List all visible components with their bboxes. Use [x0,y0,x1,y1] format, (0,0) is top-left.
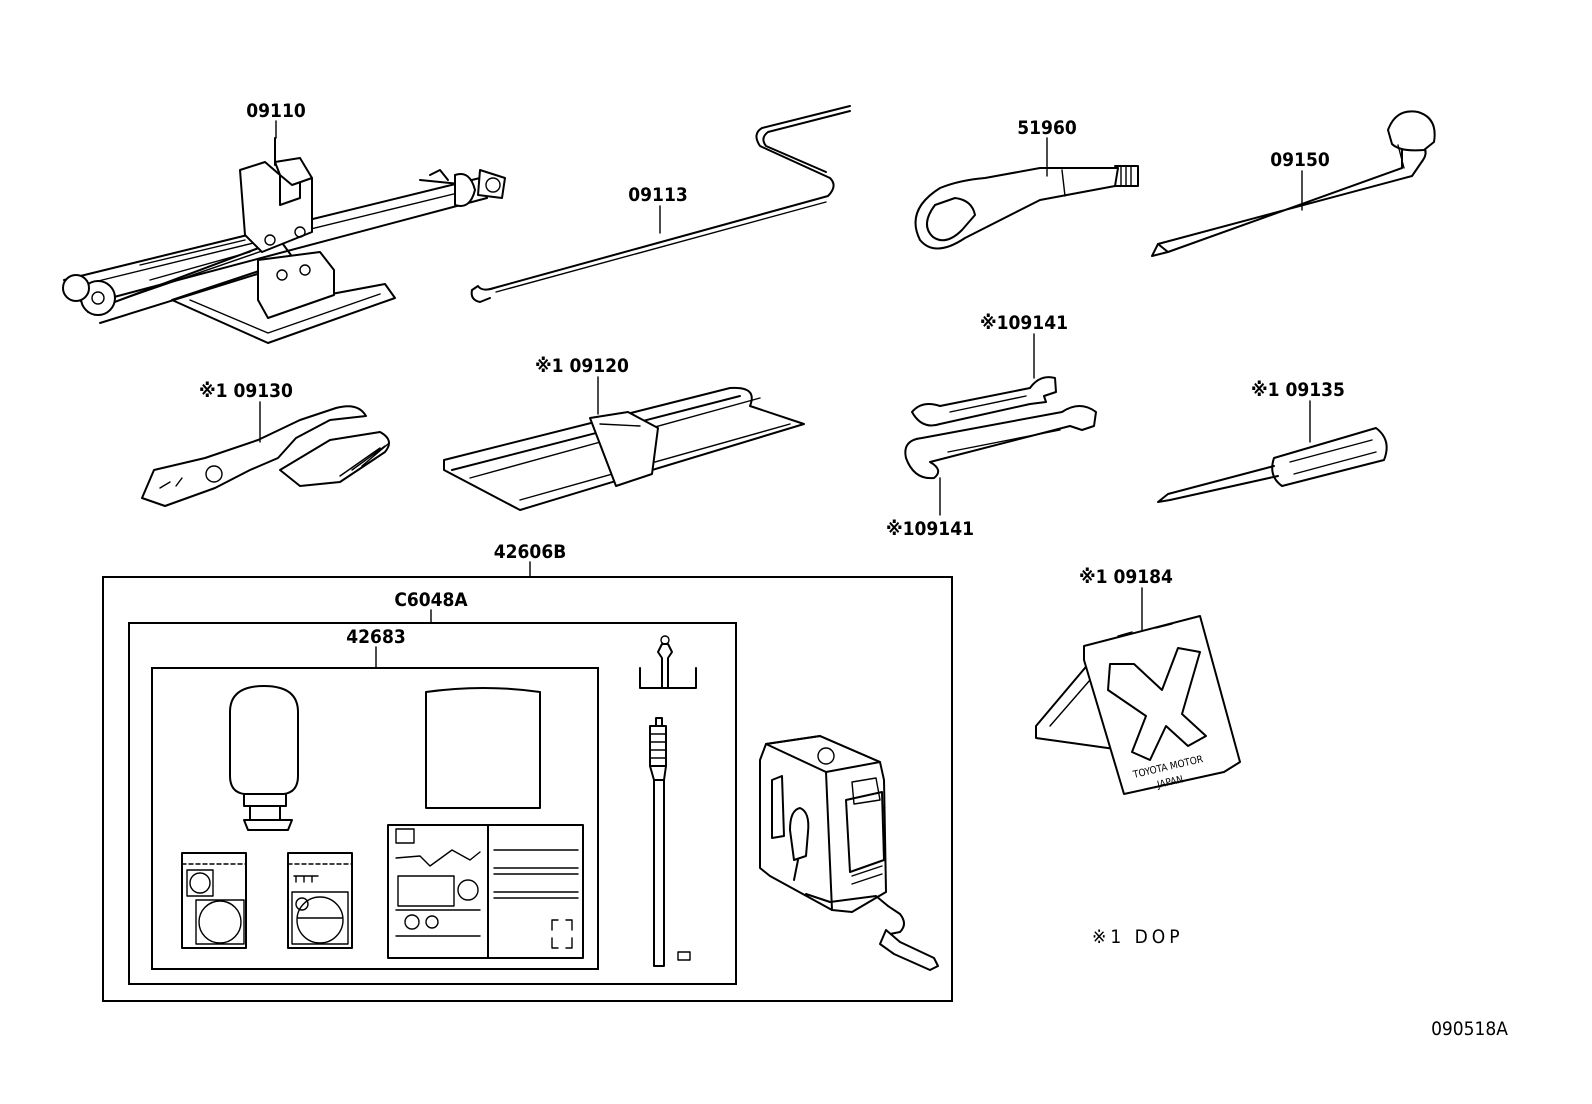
towing-eye-illustration [914,165,1139,250]
diagram-code: 090518A [1431,1018,1508,1040]
wrench-upper-label: ※109141 [980,312,1068,334]
instruction-sheet-illustration [425,687,541,809]
jack-label: 09110 [246,100,306,122]
jack-handle-label: 09113 [628,184,687,206]
screwdriver-illustration [1157,427,1388,503]
jack-illustration [62,137,506,344]
repair-kit-outer-label: 42606B [494,541,567,563]
wheel-chock-illustration: TOYOTA MOTOR JAPAN [1035,615,1241,795]
wrench-lower-label: ※109141 [886,518,974,540]
tool-bag-illustration [443,386,805,511]
tool-bag-label: ※1 09120 [535,355,629,377]
repair-kit-inner-box [151,667,599,970]
wrenches-illustration [904,376,1097,480]
screwdriver-label: ※1 09135 [1251,379,1345,401]
pliers-illustration [141,405,390,507]
pliers-label: ※1 09130 [199,380,293,402]
air-compressor-illustration [759,735,939,971]
wheel-wrench-label: 09150 [1270,149,1330,171]
sticker-card-right-illustration [287,852,353,949]
legend-note: ※1 DOP [1092,926,1184,948]
repair-kit-middle-box [128,622,737,985]
sealant-bottle-illustration [229,685,299,831]
repair-manual-illustration [387,824,584,959]
valve-tool-illustration [649,717,691,967]
repair-kit-inner-label: 42683 [346,626,405,648]
jack-handle-illustration [470,105,851,303]
repair-kit-middle-label: C6048A [394,589,468,611]
wheel-chock-label: ※1 09184 [1079,566,1173,588]
valve-core-illustration [639,635,697,689]
repair-kit-outer-box [102,576,953,1002]
sticker-card-left-illustration [181,852,247,949]
towing-eye-label: 51960 [1017,117,1077,139]
wheel-wrench-illustration [1151,110,1436,257]
